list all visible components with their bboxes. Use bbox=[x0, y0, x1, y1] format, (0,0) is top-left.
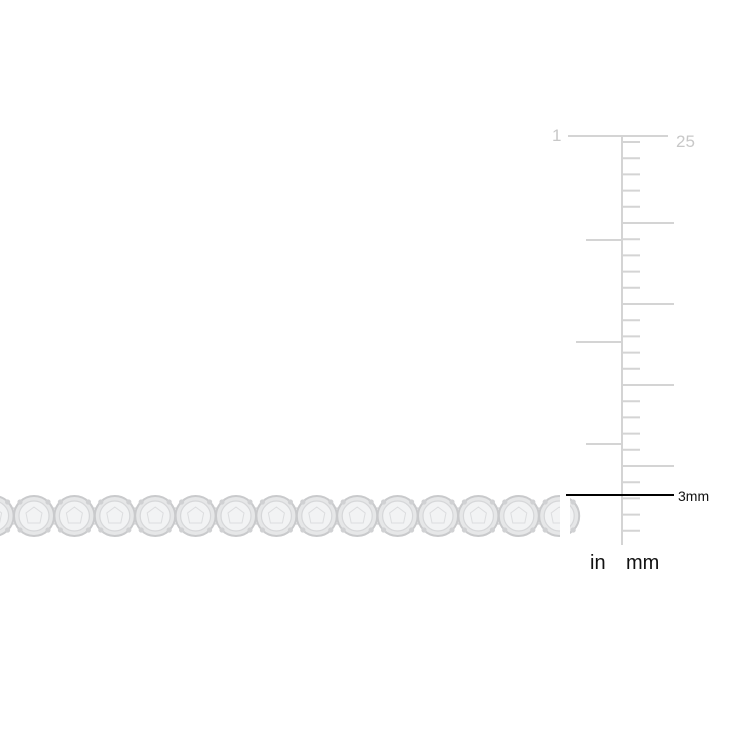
bracelet-stone bbox=[376, 495, 419, 537]
ruler-top-mm-value: 25 bbox=[676, 132, 695, 151]
bracelet-stone bbox=[53, 495, 96, 537]
bracelet-stone bbox=[497, 495, 540, 537]
bracelet-stone bbox=[174, 495, 217, 537]
tennis-bracelet bbox=[0, 480, 581, 550]
bracelet-stone bbox=[457, 495, 500, 537]
bracelet-stone bbox=[538, 495, 581, 537]
mm-scale-label: mm bbox=[626, 552, 660, 574]
bracelet-stone bbox=[0, 496, 15, 536]
bracelet-stone bbox=[417, 495, 459, 537]
size-ruler bbox=[566, 135, 674, 545]
bracelet-stone bbox=[134, 495, 177, 537]
inch-scale-label: in bbox=[590, 552, 606, 574]
bracelet-stone bbox=[336, 495, 379, 537]
bracelet-stone bbox=[93, 495, 136, 537]
bracelet-stone bbox=[13, 495, 55, 537]
ruler-top-inch-value: 1 bbox=[552, 126, 562, 145]
size-marker-label: 3mm bbox=[678, 488, 710, 504]
bracelet-stone bbox=[215, 495, 257, 537]
bracelet-stone bbox=[255, 495, 298, 537]
bracelet-cutoff-mask bbox=[560, 480, 570, 550]
bracelet-stone bbox=[295, 495, 338, 537]
